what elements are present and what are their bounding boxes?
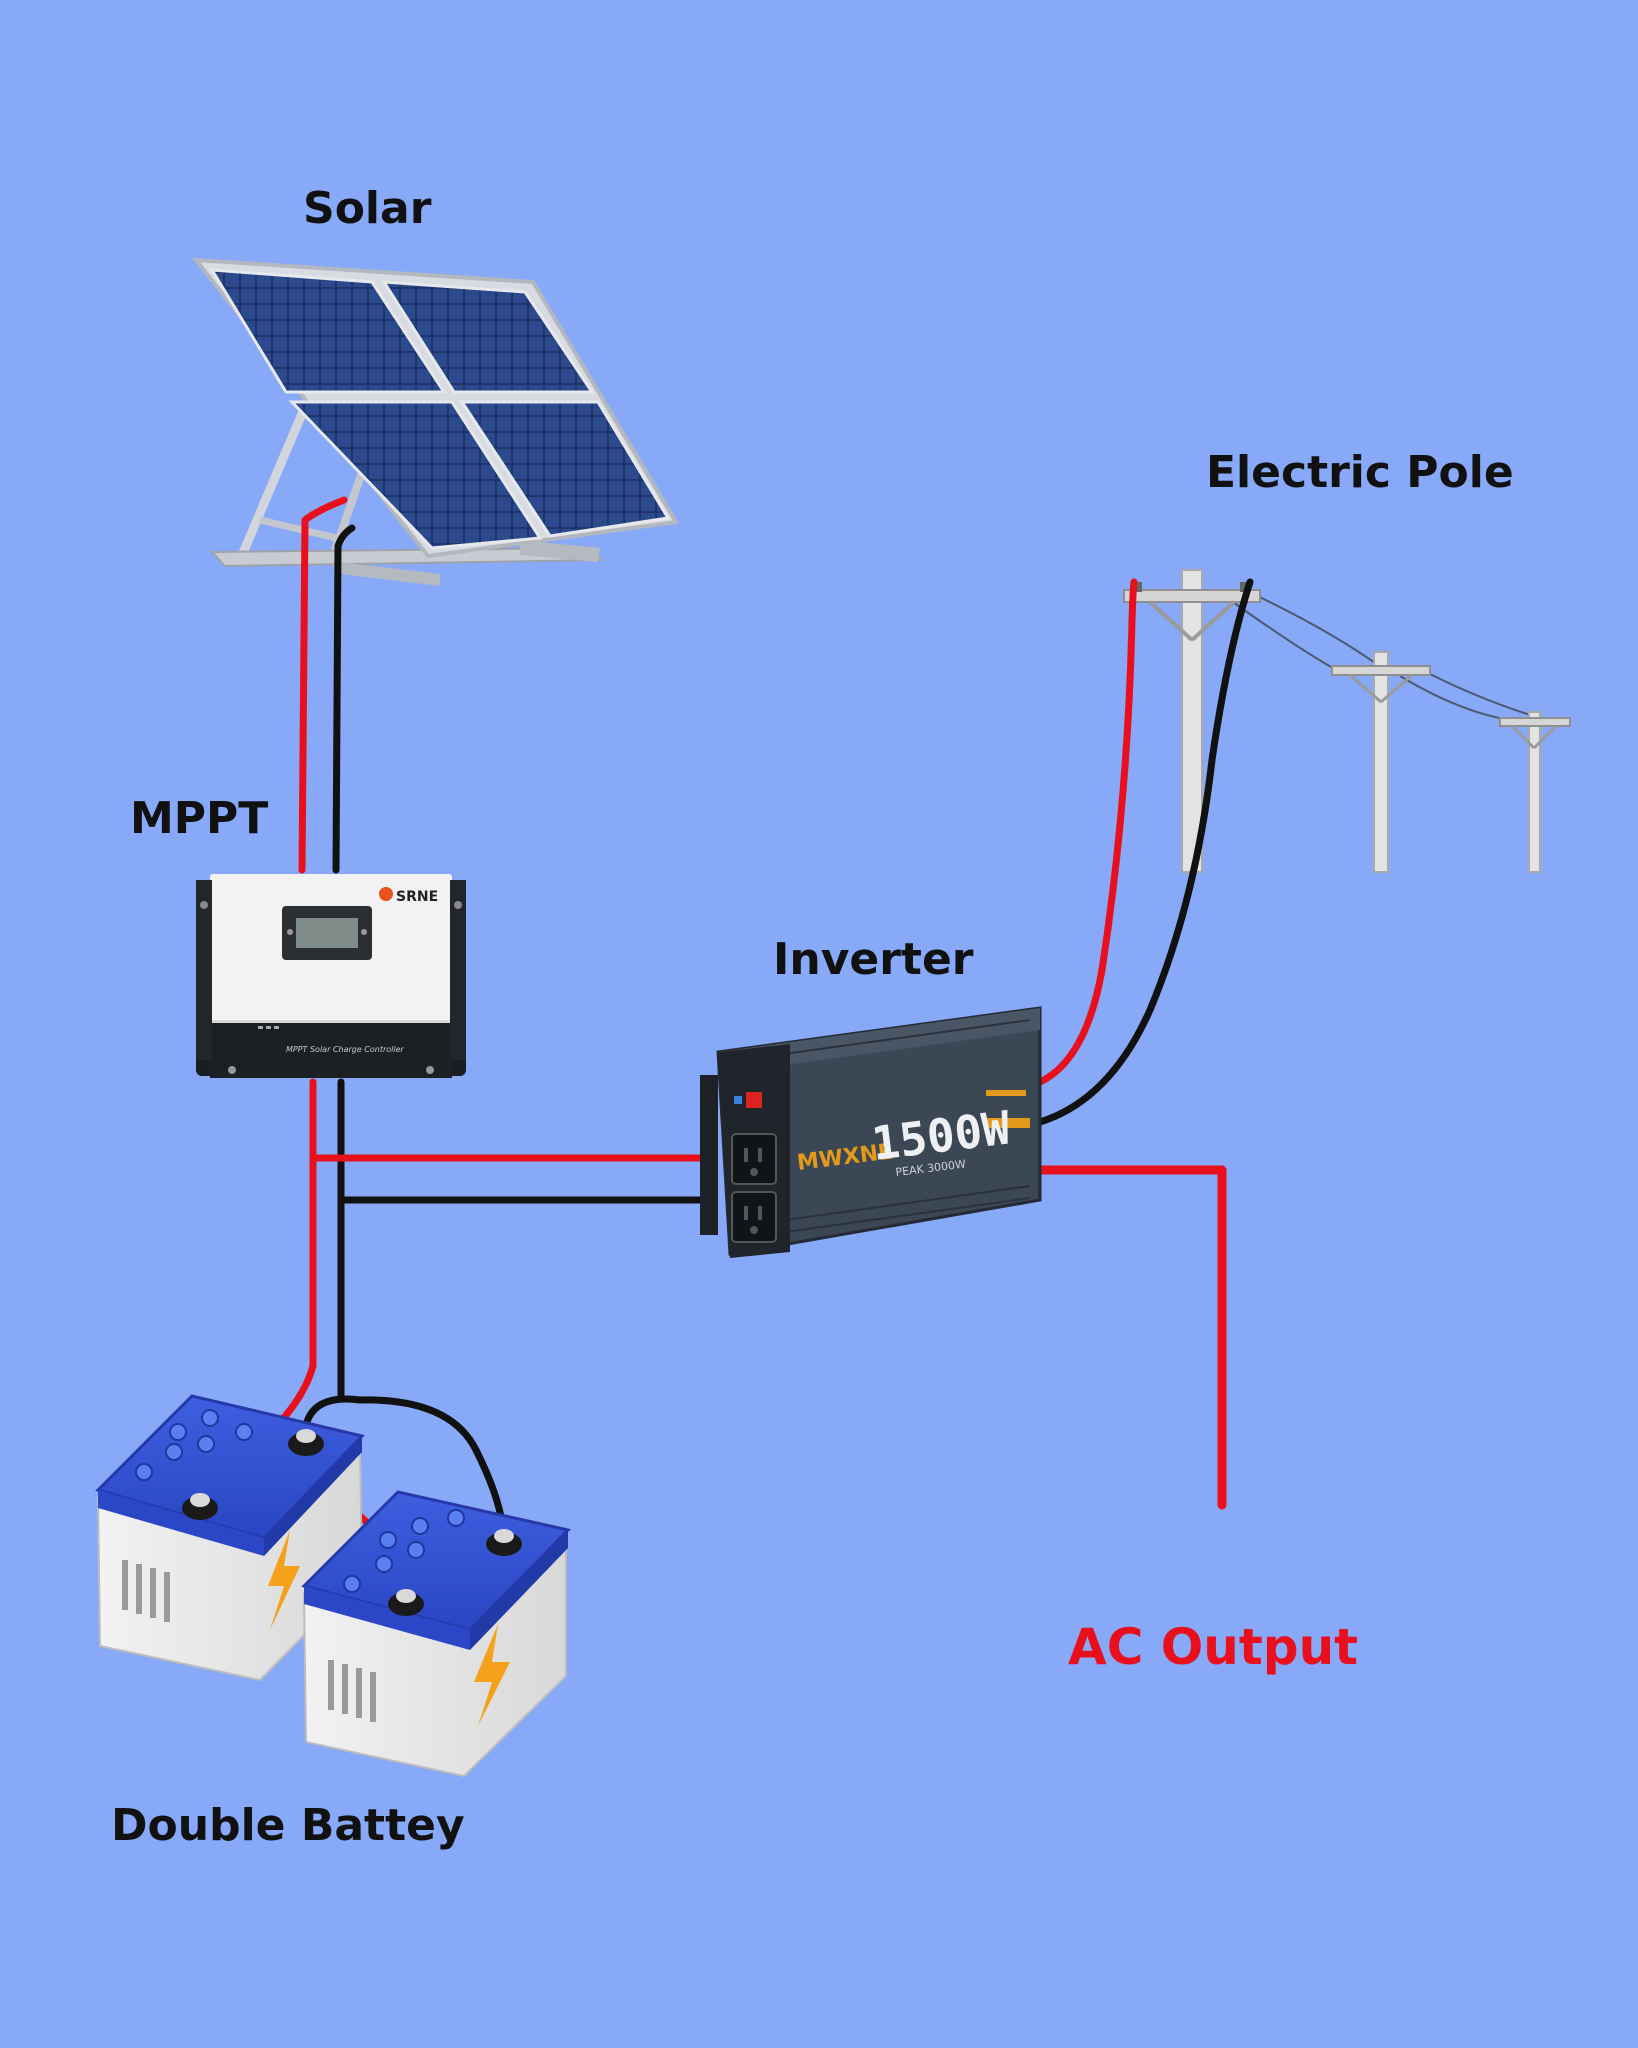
electric-poles [1123, 569, 1571, 873]
battery-right [301, 1490, 571, 1778]
electric-pole-label: Electric Pole [1206, 447, 1514, 498]
mppt-label: MPPT [130, 793, 269, 844]
inverter-outlet [731, 1191, 777, 1243]
wire-grid-negative [1036, 578, 1254, 1126]
solar-module [288, 400, 543, 550]
ac-output-label: AC Output [1068, 1618, 1359, 1676]
srne-logo-icon [379, 887, 393, 901]
wire-grid-positive [1036, 578, 1138, 1086]
inverter-outlet [731, 1133, 777, 1185]
solar-module [209, 268, 447, 394]
battery-left [95, 1394, 365, 1682]
electric-pole [1499, 711, 1571, 873]
solar-module [381, 280, 595, 394]
electric-pole [1331, 651, 1431, 873]
inverter-device [700, 1006, 1042, 1258]
lightning-icon [268, 1530, 300, 1630]
wire-solar-negative [332, 524, 356, 874]
wire-battery-negative-link [302, 1395, 507, 1534]
double-battery-label: Double Battey [111, 1800, 465, 1851]
battery-terminal [486, 1529, 522, 1556]
solar-module [459, 400, 671, 538]
mppt-display [282, 906, 372, 960]
power-switch-icon [746, 1092, 762, 1108]
battery-terminal [388, 1589, 424, 1616]
lightning-icon [474, 1624, 510, 1726]
solar-panel [191, 257, 680, 586]
battery-terminal [288, 1429, 324, 1456]
wire-solar-positive [298, 496, 348, 874]
inverter-label: Inverter [773, 934, 974, 985]
mppt-controller [196, 874, 466, 1078]
battery-terminal [182, 1493, 218, 1520]
wire-ac-output [1035, 1165, 1227, 1510]
mppt-brand-text: SRNE [396, 889, 438, 905]
mppt-caption-text: MPPT Solar Charge Controller [286, 1045, 405, 1054]
solar-label: Solar [303, 183, 432, 234]
